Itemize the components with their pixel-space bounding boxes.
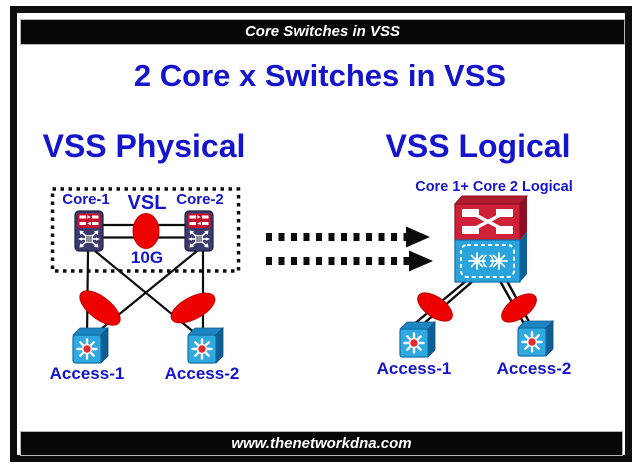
etherchannel-oval-physical-2 [170, 292, 216, 324]
access-2-switch-icon-physical [186, 326, 225, 365]
etherchannel-oval-physical-1 [79, 290, 121, 326]
access-1-label-logical: Access-1 [376, 359, 452, 378]
transition-arrow-1 [266, 226, 430, 248]
vsl-label: VSL [127, 192, 167, 214]
access-1-label-physical: Access-1 [49, 364, 125, 383]
access-2-label-physical: Access-2 [164, 364, 240, 383]
star-hub-left [475, 259, 479, 263]
access-2-label-logical: Access-2 [496, 359, 572, 378]
arrow-head [406, 226, 430, 248]
cyan-chassis-front [454, 239, 521, 283]
red-chassis-cross-links [469, 210, 507, 233]
red-chassis-right-face [520, 196, 527, 240]
etherchannel-oval-logical-2 [501, 293, 537, 323]
top-title-banner: Core Switches in VSS [20, 19, 625, 45]
access-2-switch-icon-logical [516, 319, 555, 358]
core-1-switch-icon [74, 210, 104, 252]
combined-core-label: Core 1+ Core 2 Logical [415, 179, 573, 195]
etherchannel-oval-logical-1 [417, 292, 453, 322]
core-1-label: Core-1 [62, 191, 110, 208]
red-chassis-top-face [453, 195, 529, 205]
vsl-oval [132, 213, 160, 249]
physical-section-heading: VSS Physical [42, 128, 246, 164]
cyan-chassis-right-face [520, 232, 527, 282]
star-hub-right [497, 259, 501, 263]
page-title: 2 Core x Switches in VSS [133, 58, 507, 93]
access-1-switch-icon-physical [71, 326, 110, 365]
arrow-head [409, 250, 433, 272]
vss-domain-dotted-border [50, 187, 241, 273]
core-2-switch-icon [184, 210, 214, 252]
access-1-switch-icon-logical [398, 320, 437, 359]
core-2-label: Core-2 [176, 191, 224, 208]
merge-parentheses [482, 254, 494, 268]
vss-logical-switch-icon [453, 195, 529, 283]
footer-website-banner: www.thenetworkdna.com [20, 431, 623, 456]
logical-section-heading: VSS Logical [385, 128, 571, 164]
virtual-switch-dashed-outline [460, 244, 515, 278]
vsl-speed-label: 10G [130, 248, 164, 267]
transition-arrow-2 [266, 250, 433, 272]
core1-access2-link [94, 250, 202, 339]
